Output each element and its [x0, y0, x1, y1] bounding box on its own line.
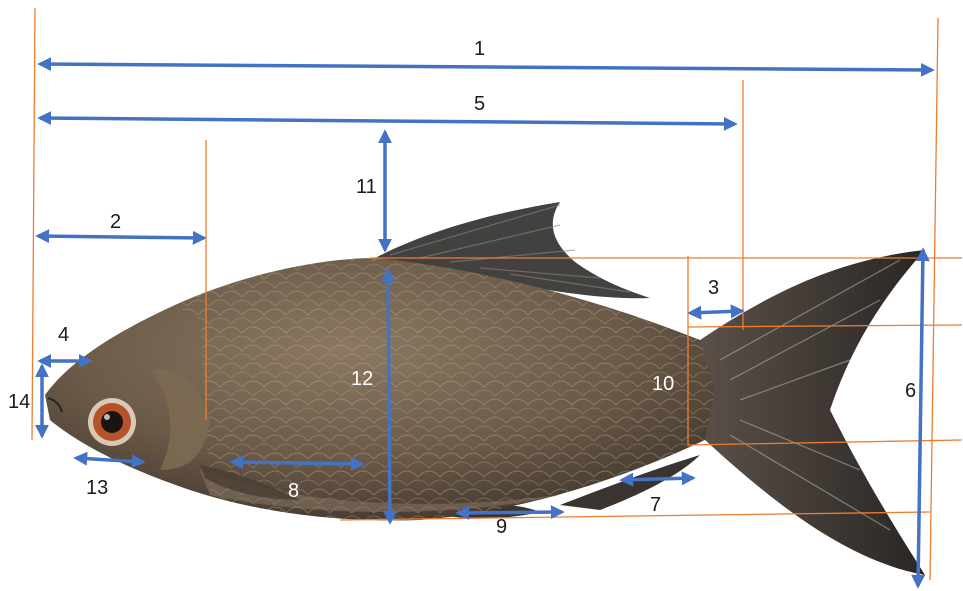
- guide-snout-vertical: [31, 7, 36, 441]
- dorsal-fin: [375, 202, 650, 299]
- guide-lines: [31, 7, 963, 581]
- label-3: 3: [708, 277, 719, 299]
- label-5: 5: [474, 93, 485, 115]
- label-12: 12: [351, 368, 373, 390]
- label-13: 13: [86, 477, 108, 499]
- arrow-13: [73, 451, 146, 469]
- arrow-5: [37, 111, 738, 131]
- measurement-labels: 1 5 2 11 3 4 14 12 10 6 13 8 7 9: [8, 38, 916, 538]
- arrow-7: [619, 471, 696, 487]
- caudal-fin: [700, 250, 925, 575]
- guide-tail-vertical: [929, 17, 939, 581]
- arrow-12: [381, 267, 397, 525]
- label-1: 1: [474, 38, 485, 60]
- label-2: 2: [110, 211, 121, 233]
- label-8: 8: [288, 480, 299, 502]
- arrow-8: [229, 455, 365, 471]
- label-10: 10: [652, 373, 674, 395]
- label-6: 6: [905, 380, 916, 402]
- label-7: 7: [650, 494, 661, 516]
- label-11: 11: [356, 176, 377, 198]
- guide-ventral-horizontal: [339, 511, 931, 521]
- arrow-6: [911, 247, 930, 589]
- arrow-3: [687, 304, 745, 320]
- arrow-2: [35, 229, 207, 245]
- label-9: 9: [496, 516, 507, 538]
- fish-eye: [88, 398, 136, 446]
- label-14: 14: [8, 391, 30, 413]
- pectoral-fin: [200, 465, 300, 500]
- measurement-arrows: [35, 57, 935, 589]
- label-4: 4: [58, 324, 69, 346]
- arrow-1: [37, 57, 935, 77]
- arrow-9: [455, 505, 565, 520]
- operculum: [150, 369, 210, 470]
